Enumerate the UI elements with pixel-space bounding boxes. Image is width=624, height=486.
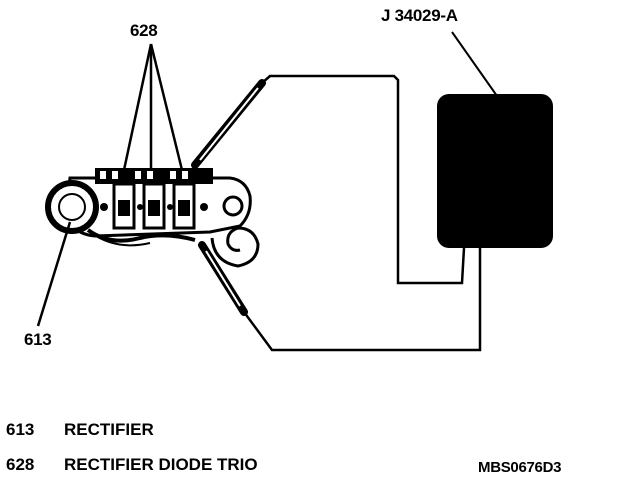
tester-leader-line <box>451 31 498 97</box>
callout-628-label: 628 <box>130 21 158 40</box>
tester-label: J 34029-A <box>381 6 458 25</box>
legend-number: 613 <box>6 420 35 439</box>
leader-613 <box>36 221 72 327</box>
leader-628-a <box>122 43 153 171</box>
tester-unit <box>437 94 553 248</box>
legend-row-diode-trio: 628 RECTIFIER DIODE TRIO <box>6 455 258 475</box>
rectifier-curl-terminal <box>210 226 260 268</box>
upper-test-lead-wire <box>261 74 466 285</box>
legend-row-rectifier: 613 RECTIFIER <box>6 420 154 440</box>
legend-label: RECTIFIER <box>64 420 154 439</box>
callout-613-label: 613 <box>24 330 52 349</box>
lower-test-lead-wire <box>242 248 482 352</box>
legend-number: 628 <box>6 455 35 474</box>
figure-code: MBS0676D3 <box>478 459 562 476</box>
lower-probe-highlight <box>205 250 241 307</box>
legend-label: RECTIFIER DIODE TRIO <box>64 455 258 474</box>
upper-probe-highlight <box>199 87 259 161</box>
rectifier-assembly <box>45 168 260 268</box>
rectifier-mount-hole <box>222 195 244 217</box>
leader-628-c <box>149 43 184 171</box>
